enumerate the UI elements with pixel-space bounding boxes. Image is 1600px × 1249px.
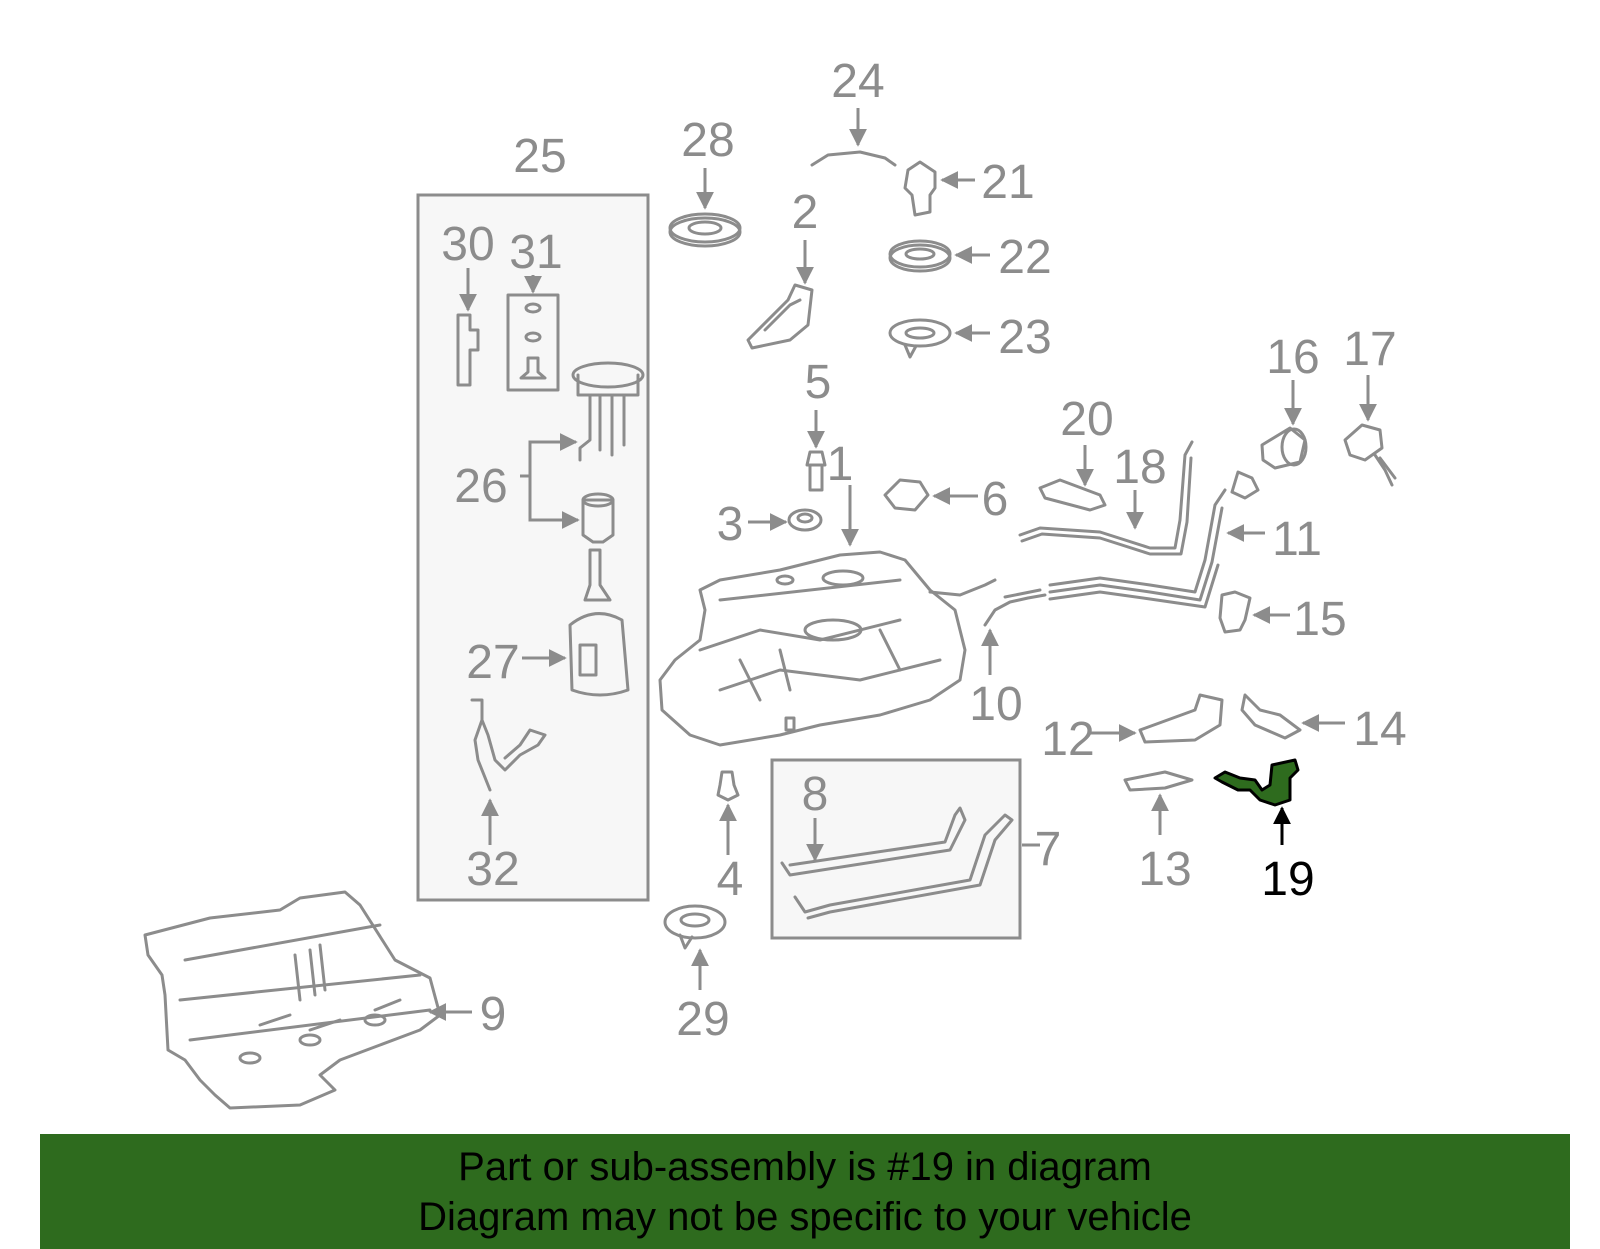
part-6-clip [883, 478, 978, 512]
part-5-bolt [805, 410, 827, 492]
callout-28: 28 [681, 114, 734, 167]
callout-7: 7 [1035, 823, 1062, 876]
callout-24: 24 [831, 55, 884, 108]
part-30-harness [456, 268, 480, 387]
callout-1: 1 [827, 438, 854, 491]
part-29-ring [663, 904, 727, 990]
parts-diagram: 1 2 3 4 5 6 7 8 9 10 11 12 13 14 15 16 1… [143, 55, 1407, 1110]
part-24-line [810, 108, 897, 167]
assembly-box-25 [416, 193, 650, 902]
part-18-pipe [1018, 440, 1194, 556]
callout-3: 3 [717, 498, 744, 551]
part-4-clip [716, 770, 740, 855]
callout-17: 17 [1343, 323, 1396, 376]
callout-15: 15 [1293, 593, 1346, 646]
callout-19-highlighted: 19 [1261, 853, 1314, 906]
part-3-grommet [748, 508, 823, 532]
banner-line-1: Part or sub-assembly is #19 in diagram [458, 1145, 1152, 1189]
callout-31: 31 [509, 226, 562, 279]
callout-22: 22 [998, 231, 1051, 284]
callout-16: 16 [1266, 331, 1319, 384]
callout-30: 30 [441, 218, 494, 271]
part-15-grommet [1218, 590, 1290, 634]
callout-4: 4 [717, 853, 744, 906]
part-14-clip [1240, 693, 1345, 740]
callout-21: 21 [981, 156, 1034, 209]
part-9-protector [143, 890, 472, 1110]
callout-18: 18 [1113, 441, 1166, 494]
part-27-housing [522, 548, 630, 697]
part-7-strap [793, 813, 1040, 920]
callout-26: 26 [454, 460, 507, 513]
part-23-seal [888, 318, 990, 359]
part-31-kit [506, 275, 560, 392]
part-10-hose [981, 588, 1047, 675]
notice-banner: Part or sub-assembly is #19 in diagram D… [40, 1134, 1570, 1249]
part-21-valve [903, 160, 975, 217]
part-19-bracket-highlighted [1213, 758, 1300, 845]
part-11-lines [1048, 470, 1265, 609]
part-2-bracket [746, 240, 814, 350]
callout-23: 23 [998, 311, 1051, 364]
callout-20: 20 [1060, 393, 1113, 446]
part-26-pump [520, 361, 645, 544]
callout-27: 27 [466, 636, 519, 689]
callout-2: 2 [792, 186, 819, 239]
callout-25: 25 [513, 130, 566, 183]
callout-8: 8 [802, 768, 829, 821]
callout-11: 11 [1272, 513, 1322, 566]
part-22-gasket [888, 239, 990, 273]
callout-10: 10 [969, 678, 1022, 731]
callout-6: 6 [982, 473, 1009, 526]
callout-12: 12 [1041, 713, 1094, 766]
callout-9: 9 [480, 988, 507, 1041]
part-1-fuel-tank [658, 485, 997, 747]
part-8-strap [780, 806, 967, 877]
callout-5: 5 [805, 356, 832, 409]
callout-29: 29 [676, 993, 729, 1046]
banner-line-2: Diagram may not be specific to your vehi… [418, 1195, 1192, 1239]
part-13-plate [1123, 770, 1194, 835]
part-20-bracket [1038, 445, 1107, 512]
callout-32: 32 [466, 843, 519, 896]
part-16-cap [1260, 380, 1308, 470]
part-17-cap [1343, 375, 1397, 487]
part-32-sender [470, 698, 547, 845]
callout-14: 14 [1353, 703, 1406, 756]
part-12-bracket [1090, 693, 1224, 744]
part-28-ring [668, 168, 742, 248]
callout-13: 13 [1138, 843, 1191, 896]
